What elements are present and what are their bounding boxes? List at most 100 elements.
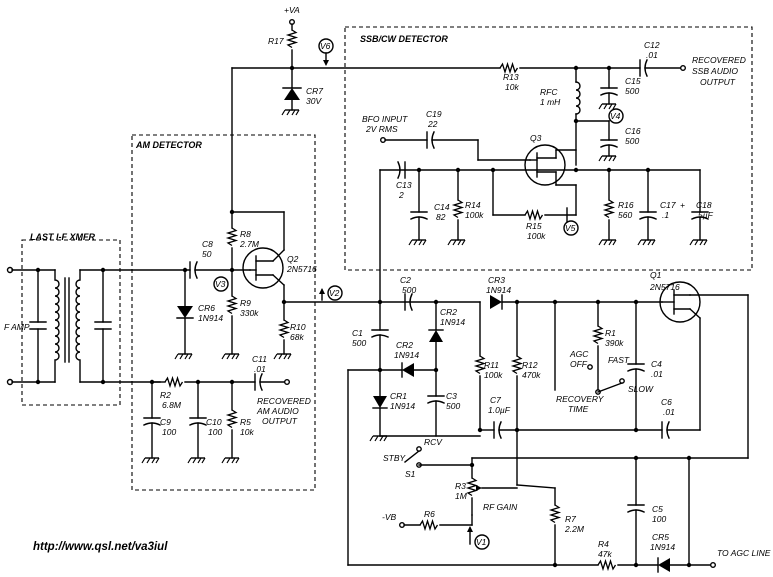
svg-text:C7: C7	[490, 395, 501, 405]
svg-text:C19: C19	[426, 109, 442, 119]
if-transformer	[6, 266, 191, 386]
resistor-r15: R15 100k	[492, 169, 577, 241]
resistor-r9: R9 330k	[221, 295, 259, 360]
test-point-v1: V1	[467, 526, 490, 550]
svg-text:+: +	[680, 200, 685, 210]
svg-text:47k: 47k	[598, 549, 612, 559]
am-output-label-2: AM AUDIO	[256, 406, 299, 416]
capacitor-c6: C6 .01	[635, 397, 701, 439]
svg-text:C18: C18	[696, 200, 712, 210]
ssb-detector-box	[344, 26, 753, 271]
svg-text:560: 560	[618, 210, 632, 220]
capacitor-c16: C16 500	[598, 120, 641, 162]
transistor-q2: Q2 2N5716	[242, 247, 317, 289]
svg-text:R2: R2	[160, 390, 171, 400]
bfo-input: BFO INPUT 2V RMS C19 22	[362, 109, 531, 161]
svg-text:1N914: 1N914	[390, 401, 415, 411]
diode-cr6: CR6 1N914	[174, 269, 223, 360]
svg-text:C11: C11	[252, 354, 267, 364]
svg-text:R8: R8	[240, 229, 251, 239]
capacitor-c12: C12 .01	[639, 40, 687, 77]
vb-supply: -VB R6	[382, 509, 473, 530]
test-point-v2: V2	[319, 285, 343, 301]
svg-text:.01: .01	[254, 364, 266, 374]
svg-text:STBY: STBY	[383, 453, 407, 463]
am-detector-box	[131, 134, 316, 491]
svg-text:100k: 100k	[527, 231, 546, 241]
svg-text:470k: 470k	[522, 370, 541, 380]
resistor-r4: R4 47k	[597, 539, 659, 570]
svg-text:V2: V2	[329, 288, 340, 298]
test-point-v5: V5	[563, 207, 579, 236]
svg-text:Q1: Q1	[650, 270, 662, 280]
svg-text:1N914: 1N914	[198, 313, 223, 323]
resistor-r1: R11 100k	[475, 301, 503, 431]
svg-text:C6: C6	[661, 397, 672, 407]
svg-text:R4: R4	[598, 539, 609, 549]
svg-text:100k: 100k	[465, 210, 484, 220]
resistor-r16: R16 560	[598, 169, 634, 246]
svg-text:C2: C2	[400, 275, 411, 285]
svg-text:10k: 10k	[240, 427, 254, 437]
svg-text:2: 2	[398, 190, 404, 200]
svg-text:.01: .01	[651, 369, 663, 379]
svg-text:C10: C10	[206, 417, 222, 427]
capacitor-c4: C4 .01	[627, 301, 663, 431]
svg-text:1N914: 1N914	[486, 285, 511, 295]
svg-text:.01: .01	[646, 50, 658, 60]
svg-text:AGC: AGC	[569, 349, 589, 359]
capacitor-c11: C11 .01	[252, 354, 291, 391]
svg-text:R3: R3	[455, 481, 466, 491]
svg-text:CR6: CR6	[198, 303, 215, 313]
capacitor-c1: C1 500	[352, 301, 389, 371]
svg-text:100: 100	[652, 514, 666, 524]
svg-text:V4: V4	[610, 111, 621, 121]
svg-text:OFF: OFF	[570, 359, 588, 369]
svg-text:330k: 330k	[240, 308, 259, 318]
test-point-v6: V6	[318, 38, 334, 66]
resistor-r7: R7 2.2M	[516, 484, 585, 566]
svg-text:BFO INPUT: BFO INPUT	[362, 114, 408, 124]
svg-text:390k: 390k	[605, 338, 624, 348]
stby-rcv-switch: RCV STBY S1	[383, 437, 443, 479]
svg-text:R7: R7	[565, 514, 576, 524]
svg-text:1N914: 1N914	[440, 317, 465, 327]
capacitor-c7: C7 1.0µF	[479, 395, 637, 439]
ssb-output-label-3: OUTPUT	[700, 77, 736, 87]
svg-text:C12: C12	[644, 40, 660, 50]
svg-text:-VB: -VB	[382, 512, 397, 522]
footer-url: http://www.qsl.net/va3iul	[33, 541, 168, 553]
svg-text:2V RMS: 2V RMS	[365, 124, 398, 134]
svg-text:C4: C4	[651, 359, 662, 369]
resistor-r10: R10 68k	[273, 301, 306, 360]
test-point-v4: V4	[608, 108, 624, 124]
svg-text:R6: R6	[424, 509, 435, 519]
test-point-v3: V3	[213, 276, 229, 292]
svg-text:1N914: 1N914	[394, 350, 419, 360]
capacitor-c15: C15 500	[598, 67, 641, 110]
capacitor-c10: C10 100	[187, 381, 222, 464]
diode-cr1: CR1 1N914	[369, 369, 415, 442]
svg-text:30V: 30V	[306, 96, 322, 106]
last-if-title: LAST I-F XMFR	[30, 232, 95, 242]
svg-text:SLOW: SLOW	[628, 384, 654, 394]
svg-text:C9: C9	[160, 417, 171, 427]
svg-text:TIME: TIME	[568, 404, 589, 414]
svg-text:500: 500	[402, 285, 416, 295]
svg-text:R14: R14	[465, 200, 481, 210]
capacitor-c13: C13 2	[396, 161, 412, 200]
resistor-r12: R5 10k	[221, 381, 254, 464]
diode-cr5: CR5 1N914	[650, 457, 717, 573]
svg-text:500: 500	[625, 86, 639, 96]
zener-cr7: CR7 30V	[281, 67, 323, 116]
svg-text:RECOVERY: RECOVERY	[556, 394, 605, 404]
svg-text:CR3: CR3	[488, 275, 505, 285]
svg-text:10k: 10k	[505, 82, 519, 92]
resistor-r8: R8 2.7M	[227, 211, 260, 297]
svg-text:C1: C1	[352, 328, 363, 338]
svg-text:Q2: Q2	[287, 254, 299, 264]
am-output-label-3: OUTPUT	[262, 416, 298, 426]
svg-text:6.8M: 6.8M	[162, 400, 182, 410]
svg-text:R16: R16	[618, 200, 634, 210]
svg-text:2N5716: 2N5716	[286, 264, 317, 274]
